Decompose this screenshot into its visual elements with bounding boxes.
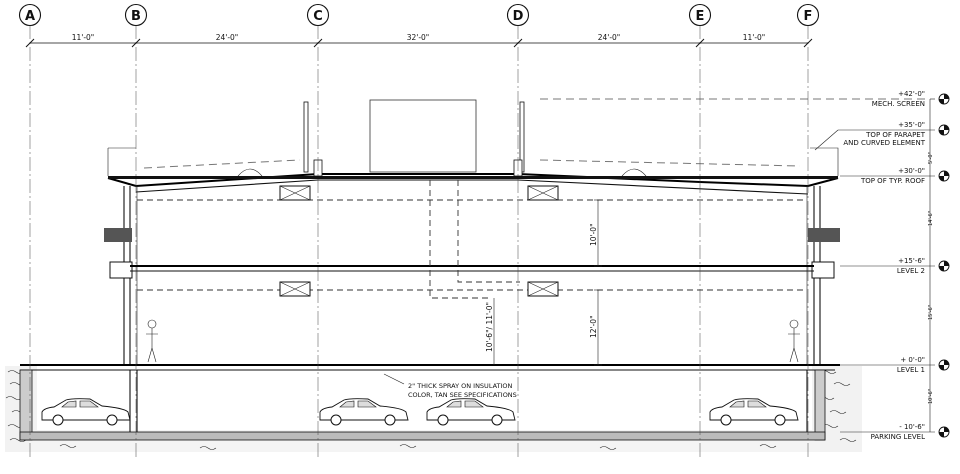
side-mark-2: 14'-6" (928, 211, 934, 226)
cars-layer (41, 398, 799, 426)
lower-floor-alt-dimension: 10'-6"/ 11'-0" (485, 302, 494, 352)
bay-dimension-4: 24'-0" (598, 33, 621, 42)
grid-label-f: F (804, 9, 813, 24)
level-tags: +42'-0" MECH. SCREEN +35'-0" TOP OF PARAPET… (843, 90, 950, 441)
building-frame (104, 186, 840, 365)
level-elevation-5: + 0'-0" (900, 356, 925, 364)
level-name-1-1: MECH. SCREEN (872, 100, 925, 108)
car-3-windows (446, 400, 484, 408)
level-tag-5: + 0'-0" LEVEL 1 (897, 356, 950, 374)
insulation-note-line-2: COLOR, TAN SEE SPECIFICATIONS (408, 391, 517, 399)
car-2-wheel-rear (384, 414, 396, 426)
car-1-wheel-front (52, 414, 64, 426)
bay-dimension-1: 11'-0" (72, 33, 95, 42)
grid-bubble-e (688, 3, 712, 27)
car-4-wheel-rear (774, 414, 786, 426)
car-1-wheel-rear (106, 414, 118, 426)
interior-dimension-lines (493, 199, 602, 366)
car-2-windows (339, 400, 377, 408)
car-1-body (41, 398, 131, 421)
grid-bubble-b (124, 3, 148, 27)
level-marker-fill-2 (939, 125, 949, 135)
side-mark-1: 5'-0" (928, 152, 934, 164)
level-name-6-1: PARKING LEVEL (871, 433, 926, 441)
car-4-wheel-front (720, 414, 732, 426)
person-figure-left (146, 319, 158, 363)
level-1-floor (20, 364, 840, 371)
grid-layer: A B C D E F 11'-0" 24'-0" 32'-0" 24'-0" 11'-0" (18, 3, 820, 460)
side-dimension-marks: 5'-0" 14'-6" 15'-6" 10'-6" (928, 99, 934, 432)
grid-label-c: C (313, 9, 323, 24)
bay-dimension-5: 11'-0" (743, 33, 766, 42)
stair-hidden-line (429, 180, 520, 299)
level-tag-6: - 10'-6" PARKING LEVEL (871, 423, 950, 441)
grid-bubble-d (506, 3, 530, 27)
level-elevation-6: - 10'-6" (899, 423, 925, 431)
grid-label-e: E (696, 9, 705, 24)
car-2-wheel-front (330, 414, 342, 426)
car-2-icon (319, 398, 409, 426)
grid-bubble-f (796, 3, 820, 27)
level-tag-3: +30'-0" TOP OF TYP. ROOF (860, 167, 950, 185)
grid-label-a: A (25, 9, 35, 24)
level-name-2-2: AND CURVED ELEMENT (843, 139, 925, 147)
car-4-windows (729, 400, 767, 408)
bay-dimension-2: 24'-0" (216, 33, 239, 42)
duct-boxes (279, 185, 559, 297)
level-name-2-1: TOP OF PARAPET (865, 131, 926, 139)
note-leader-line (383, 373, 405, 385)
upper-floor-dimension: 10'-0" (589, 223, 598, 246)
level-tag-4: +15'-6" LEVEL 2 (897, 257, 950, 275)
side-mark-4: 10'-6" (928, 389, 934, 404)
car-1-windows (61, 400, 99, 408)
level-lines (540, 98, 935, 433)
car-3-wheel-front (437, 414, 449, 426)
grid-label-b: B (131, 9, 141, 24)
level-marker-fill-3 (939, 171, 949, 181)
bay-dimension-3: 32'-0" (407, 33, 430, 42)
level-tag-1: +42'-0" MECH. SCREEN (872, 90, 950, 108)
parking-level (19, 369, 826, 441)
level-2-floor (130, 199, 814, 291)
insulation-note-line-1: 2" THICK SPRAY ON INSULATION (408, 382, 513, 390)
level-marker-fill-4 (939, 261, 949, 271)
level-marker-fill-1 (939, 94, 949, 104)
level-elevation-3: +30'-0" (898, 167, 925, 175)
level-name-4-1: LEVEL 2 (897, 267, 925, 275)
parapet (107, 147, 839, 177)
side-mark-3: 15'-6" (928, 305, 934, 320)
grid-label-d: D (513, 9, 524, 24)
car-3-wheel-rear (491, 414, 503, 426)
car-3-body (426, 398, 516, 421)
level-marker-fill-6 (939, 427, 949, 437)
lower-floor-dimension: 12'-0" (589, 315, 598, 338)
level-elevation-4: +15'-6" (898, 257, 925, 265)
car-4-icon (709, 398, 799, 426)
car-3-icon (426, 398, 516, 426)
mech-screen (303, 99, 525, 173)
person-figure-right (788, 319, 800, 363)
level-marker-fill-5 (939, 360, 949, 370)
car-4-body (709, 398, 799, 421)
level-name-5-1: LEVEL 1 (897, 366, 925, 374)
grid-bubble-a (18, 3, 42, 27)
level-elevation-2: +35'-0" (898, 121, 925, 129)
level-elevation-1: +42'-0" (898, 90, 925, 98)
grid-bubble-c (306, 3, 330, 27)
level-name-3-1: TOP OF TYP. ROOF (860, 177, 925, 185)
car-1-icon (41, 398, 131, 426)
car-2-body (319, 398, 409, 421)
